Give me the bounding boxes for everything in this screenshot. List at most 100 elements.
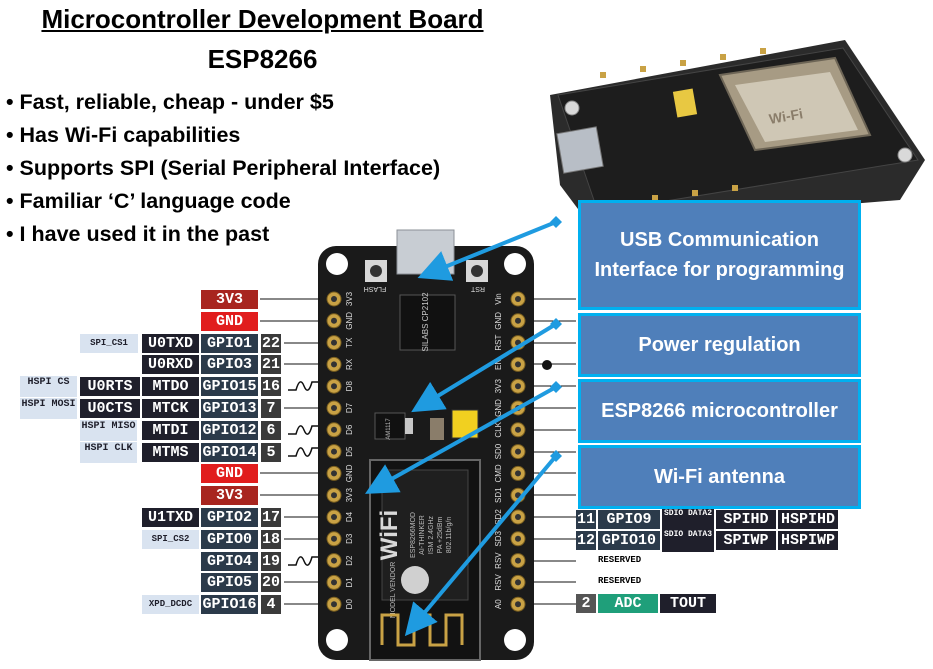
svg-text:CMD: CMD [494, 464, 503, 482]
svg-text:PA +25dBm: PA +25dBm [437, 517, 444, 554]
pwm-icon [288, 447, 318, 457]
pin-number: 12 [576, 531, 596, 550]
pin-extra: HSPI CLK [80, 442, 137, 463]
callout-power: Power regulation [578, 313, 861, 377]
pin-extra: SPI_CS1 [80, 334, 138, 353]
pin-alt: U0TXD [142, 334, 199, 353]
pin-alt: U1TXD [142, 508, 199, 527]
pin-number: 6 [261, 421, 281, 440]
pwm-icon [288, 381, 318, 391]
svg-text:EN: EN [494, 359, 503, 370]
pin-alt2: MTDO [142, 377, 199, 396]
pin-gpio: GPIO0 [201, 530, 258, 549]
pin-number: 11 [576, 510, 596, 529]
svg-text:A0: A0 [494, 599, 503, 609]
svg-text:CLK: CLK [494, 421, 503, 437]
pin-sdio: SDIO DATA3 [662, 528, 714, 552]
pwm-icon [288, 425, 318, 435]
pin-number: 5 [261, 443, 281, 462]
svg-text:802.11b/g/n: 802.11b/g/n [446, 517, 453, 554]
pin-gpio: GPIO16 [201, 595, 258, 614]
callout-mcu: ESP8266 microcontroller [578, 379, 861, 443]
pin-tout: TOUT [660, 594, 716, 613]
svg-text:D6: D6 [345, 424, 354, 435]
svg-text:TX: TX [345, 337, 354, 348]
pin-alt2: MTDI [142, 421, 199, 440]
feature-item: Supports SPI (Serial Peripheral Interfac… [6, 152, 441, 185]
callout-usb: USB Communication Interface for programm… [578, 200, 861, 310]
board-photo: Wi-Fi [550, 40, 925, 225]
svg-text:GND: GND [494, 399, 503, 417]
svg-text:AM1117: AM1117 [386, 418, 392, 440]
pwm-icon [288, 556, 318, 566]
svg-text:WiFi: WiFi [376, 510, 403, 560]
pin-gpio9: GPIO9 [598, 510, 660, 529]
svg-text:SILABS CP2102: SILABS CP2102 [421, 292, 430, 352]
svg-text:ISM 2.4GHz: ISM 2.4GHz [428, 515, 435, 554]
page-subtitle: ESP8266 [207, 44, 318, 74]
feature-item: Has Wi-Fi capabilities [6, 119, 440, 152]
pin-gpio: GPIO14 [201, 443, 258, 462]
pin-alt2: MTCK [142, 399, 199, 418]
pin-alt: SPIHD [716, 510, 776, 529]
feature-item: I have used it in the past [6, 218, 440, 251]
pin-gpio10: GPIO10 [598, 531, 660, 550]
feature-list: Fast, reliable, cheap - under $5 Has Wi-… [6, 86, 441, 251]
pin-number: 22 [261, 334, 281, 353]
pin-sdio: SDIO DATA2 [662, 507, 714, 531]
pin-alt: U0RXD [142, 355, 199, 374]
feature-item: Fast, reliable, cheap - under $5 [6, 86, 440, 119]
svg-text:D8: D8 [345, 381, 354, 392]
page-title: Microcontroller Development Board [41, 4, 484, 34]
pin-gpio: GPIO4 [201, 552, 258, 571]
pin-number: 17 [261, 508, 281, 527]
svg-text:Wi-Fi: Wi-Fi [768, 105, 804, 127]
pin-number: 7 [261, 399, 281, 418]
pin-adc: ADC [598, 594, 658, 613]
svg-text:Vin: Vin [494, 293, 503, 304]
pin-alt: U0RTS [80, 377, 140, 396]
pin-reserved: RESERVED [598, 576, 642, 586]
pin-number: 4 [261, 595, 281, 614]
pin-alt2: MTMS [142, 443, 199, 462]
feature-item: Familiar ‘C’ language code [6, 185, 440, 218]
svg-text:RSV: RSV [494, 552, 503, 569]
svg-text:GND: GND [345, 312, 354, 330]
svg-text:3V3: 3V3 [494, 379, 503, 394]
pin-number: 19 [261, 552, 281, 571]
svg-text:D7: D7 [345, 402, 354, 413]
pin-reserved: RESERVED [598, 555, 642, 565]
pin-gpio: GPIO5 [201, 573, 258, 592]
pin-power: 3V3 [201, 290, 258, 309]
pin-number: 2 [576, 594, 596, 613]
pin-gpio: GPIO12 [201, 421, 258, 440]
svg-text:SD0: SD0 [494, 443, 503, 459]
pin-extra: HSPI MOSI [20, 398, 77, 419]
svg-text:RSV: RSV [494, 574, 503, 591]
board-layout: FLASH RST SILABS CP2102 AM1117 WiFi ESP8… [318, 229, 552, 661]
callout-antenna: Wi-Fi antenna [578, 445, 861, 509]
svg-text:ESP8266MOD: ESP8266MOD [410, 512, 417, 558]
svg-text:D1: D1 [345, 577, 354, 588]
pin-alt2: HSPIHD [778, 510, 838, 529]
svg-text:SD2: SD2 [494, 509, 503, 525]
svg-text:GND: GND [494, 312, 503, 330]
pin-extra: HSPI MISO [80, 420, 137, 441]
pin-number: 18 [261, 530, 281, 549]
svg-text:RST: RST [494, 334, 503, 350]
svg-text:3V3: 3V3 [345, 291, 354, 306]
svg-text:GND: GND [345, 464, 354, 482]
pin-power: 3V3 [201, 486, 258, 505]
svg-text:FLASH: FLASH [364, 285, 387, 292]
pin-alt: SPIWP [716, 531, 776, 550]
svg-text:RST: RST [470, 285, 485, 292]
pin-extra: HSPI CS [20, 376, 77, 397]
pin-extra: XPD_DCDC [142, 595, 199, 614]
svg-text:D2: D2 [345, 555, 354, 566]
pin-gpio: GPIO1 [201, 334, 258, 353]
pin-gpio: GPIO3 [201, 355, 258, 374]
svg-text:D5: D5 [345, 446, 354, 457]
svg-text:D3: D3 [345, 533, 354, 544]
svg-text:SD3: SD3 [494, 530, 503, 546]
pin-gpio: GPIO13 [201, 399, 258, 418]
